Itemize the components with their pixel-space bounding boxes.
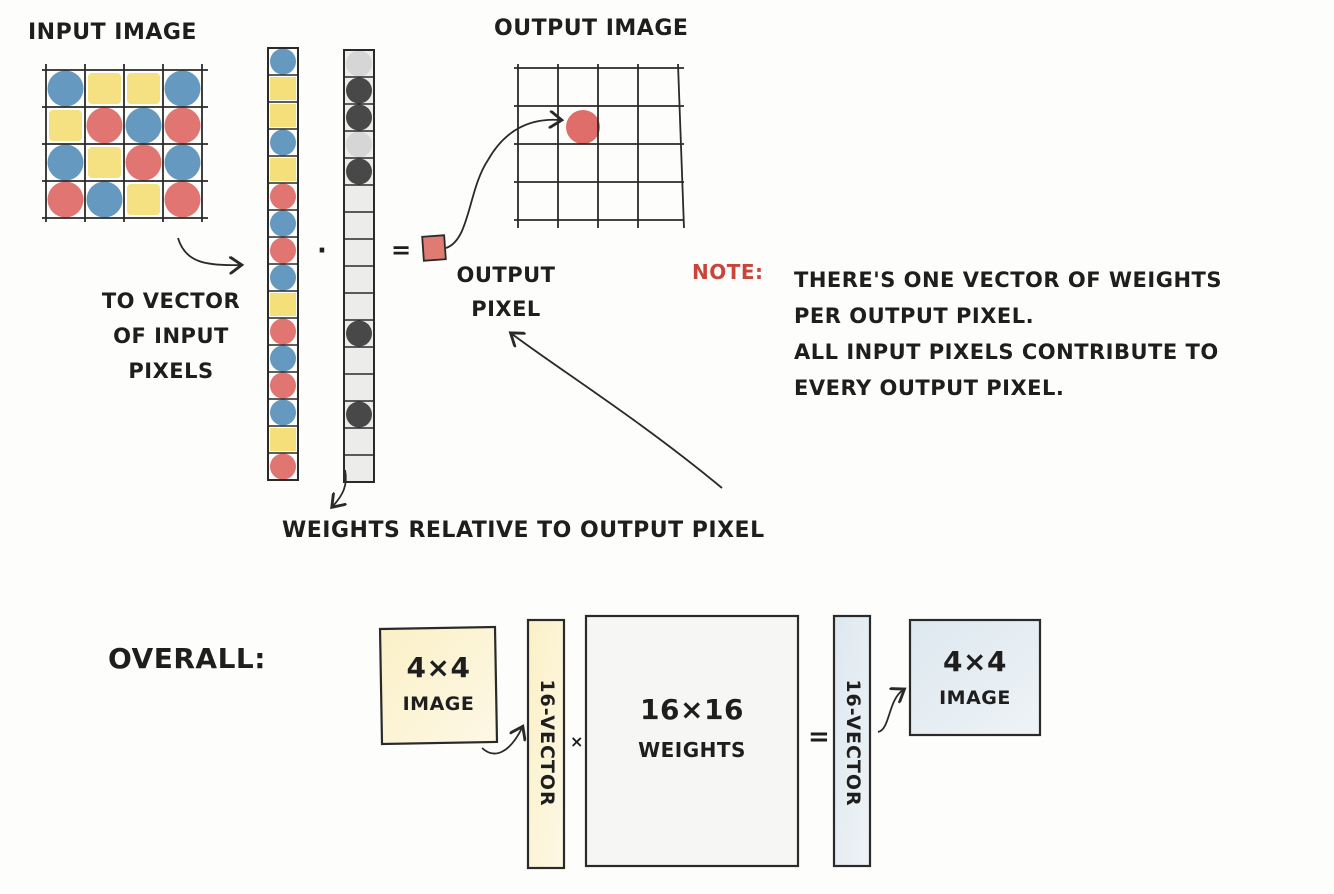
output-image-grid (514, 63, 685, 229)
to-vector-label: TO VECTOR OF INPUT PIXELS (86, 284, 256, 389)
output-image-title: OUTPUT IMAGE (494, 16, 689, 41)
input-vector-cell (270, 345, 296, 372)
overall-times: × (570, 732, 584, 751)
input-cell (47, 181, 84, 218)
input-cell (164, 70, 201, 107)
overall-label: OVERALL: (108, 642, 266, 675)
input-cell (47, 144, 84, 181)
input-vector-cell (270, 264, 296, 291)
weight-cell (346, 50, 372, 77)
equals-operator: = (391, 236, 412, 264)
overall-output-word: IMAGE (939, 687, 1011, 709)
note-line-4: EVERY OUTPUT PIXEL. (794, 376, 1065, 400)
output-highlight-pixel (566, 110, 600, 144)
overall-weights-box (584, 614, 800, 868)
to-vector-line-3: PIXELS (128, 359, 214, 383)
to-vector-line-2: OF INPUT (113, 324, 229, 348)
input-cell (127, 184, 160, 215)
arrow-note-to-pixel (512, 334, 723, 489)
input-vector-cell (270, 183, 296, 210)
input-vector-cell (270, 399, 296, 426)
weight-cell (346, 401, 372, 428)
input-cell (127, 73, 160, 104)
overall-input-size: 4×4 (406, 651, 471, 684)
overall-input-word: IMAGE (402, 693, 475, 715)
input-vector-cell (270, 237, 296, 264)
note-text: THERE'S ONE VECTOR OF WEIGHTS PER OUTPUT… (794, 262, 1222, 406)
overall-input-text: 4×4 IMAGE (381, 650, 496, 722)
input-cell (164, 181, 201, 218)
overall-weights-text: 16×16 WEIGHTS (586, 690, 798, 770)
input-vector-cell (270, 158, 296, 181)
overall-output-text: 4×4 IMAGE (910, 644, 1040, 716)
input-vector-cell (270, 453, 296, 480)
input-vector-cell (270, 428, 296, 451)
input-vector-cell (270, 293, 296, 316)
overall-vector-out-label: 16-VECTOR (842, 679, 864, 807)
input-cell (88, 147, 121, 178)
input-cell (49, 110, 82, 141)
input-vector-cell (270, 48, 296, 75)
note-line-1: THERE'S ONE VECTOR OF WEIGHTS (794, 268, 1222, 292)
note-line-3: ALL INPUT PIXELS CONTRIBUTE TO (794, 340, 1219, 364)
overall-input-box (378, 625, 499, 746)
weight-cell (346, 131, 372, 158)
input-vector-cell (270, 129, 296, 156)
output-pixel-square (421, 234, 447, 262)
input-vector-cell (270, 318, 296, 345)
weight-cell (346, 77, 372, 104)
arrow-to-vector (177, 237, 240, 265)
weight-cell (346, 104, 372, 131)
overall-arrow-in (481, 728, 522, 755)
arrow-weights-caption (333, 469, 346, 506)
input-image-grid (42, 64, 208, 222)
overall-vector-out-box (832, 614, 872, 868)
weights-caption: WEIGHTS RELATIVE TO OUTPUT PIXEL (282, 518, 765, 543)
overall-vector-in-box (526, 618, 566, 870)
input-image-title: INPUT IMAGE (28, 20, 197, 45)
overall-weights-size: 16×16 (640, 693, 744, 726)
input-vector-cell (270, 77, 296, 100)
overall-arrow-out (877, 690, 903, 733)
input-vector-cell (270, 210, 296, 237)
input-vector-cell (270, 372, 296, 399)
overall-equals: = (808, 722, 831, 752)
note-line-2: PER OUTPUT PIXEL. (794, 304, 1035, 328)
output-pixel-line-2: PIXEL (471, 297, 541, 321)
input-vector-cell (270, 104, 296, 127)
weights-vector (343, 49, 375, 483)
input-pixel-vector (267, 47, 299, 481)
dot-operator: · (317, 236, 328, 266)
input-cell (86, 107, 123, 144)
weight-cell (346, 320, 372, 347)
note-prefix: NOTE: (692, 260, 764, 284)
input-cell (164, 144, 201, 181)
input-cell (88, 73, 121, 104)
arrow-to-output-grid (445, 120, 560, 249)
input-cell (164, 107, 201, 144)
input-cell (125, 144, 162, 181)
grid-line (677, 63, 685, 229)
to-vector-line-1: TO VECTOR (101, 289, 241, 313)
output-pixel-label: OUTPUT PIXEL (446, 258, 566, 326)
output-pixel-line-1: OUTPUT (456, 263, 556, 287)
overall-weights-word: WEIGHTS (638, 738, 746, 762)
overall-output-size: 4×4 (943, 645, 1007, 678)
input-cell (125, 107, 162, 144)
input-cell (47, 70, 84, 107)
overall-vector-in-label: 16-VECTOR (536, 679, 558, 807)
overall-output-box (908, 618, 1042, 737)
weight-cell (346, 158, 372, 185)
input-cell (86, 181, 123, 218)
